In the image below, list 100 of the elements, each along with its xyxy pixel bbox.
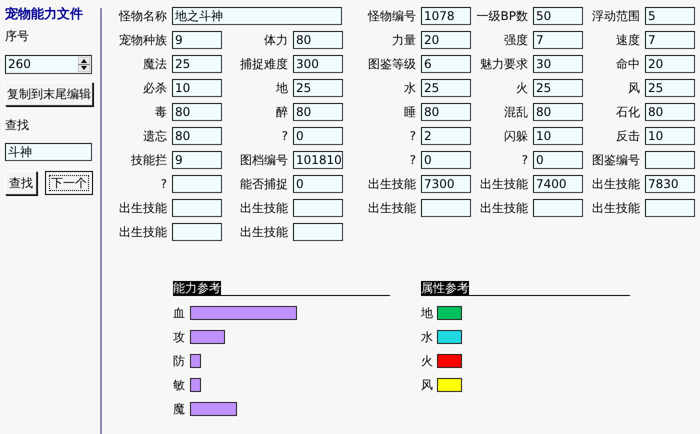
field-label: 出生技能 <box>368 176 416 193</box>
field-label: 反击 <box>616 128 640 145</box>
field-label: 醉 <box>276 104 288 121</box>
input-field: 7 <box>533 31 583 49</box>
input-field: 80 <box>293 31 343 49</box>
input-field: 80 <box>172 127 222 145</box>
field-label: 睡 <box>404 104 416 121</box>
field-label: ? <box>410 128 416 145</box>
input-field: 地之斗神 <box>172 7 342 25</box>
field-label: 出生技能 <box>592 176 640 193</box>
number-spinner: 260 <box>5 55 92 74</box>
input-field: 10 <box>645 127 695 145</box>
bar-label: 血 <box>173 305 185 322</box>
field-label: 出生技能 <box>592 200 640 217</box>
field-label: ? <box>410 152 416 169</box>
input-field: 30 <box>533 55 583 73</box>
input-field: 9 <box>172 151 222 169</box>
legend-label: 地 <box>421 305 433 322</box>
field-label: 出生技能 <box>240 224 288 241</box>
action-button: 查找 <box>5 171 37 195</box>
input-field: 25 <box>172 55 222 73</box>
field-label: 图鉴等级 <box>368 56 416 73</box>
input-field: 25 <box>421 79 471 97</box>
input-field: 7300 <box>421 175 471 193</box>
section-heading: 属性参考 <box>421 281 469 296</box>
action-button: 复制到末尾编辑 <box>5 82 93 106</box>
field-label: 水 <box>404 80 416 97</box>
field-label: 速度 <box>616 32 640 49</box>
field-label: 出生技能 <box>368 200 416 217</box>
input-field: 1078 <box>421 7 471 25</box>
field-label: 遗忘 <box>143 128 167 145</box>
field-label: 出生技能 <box>119 200 167 217</box>
input-field: 80 <box>421 103 471 121</box>
field-label: 出生技能 <box>480 200 528 217</box>
field-label: ? <box>282 128 288 145</box>
field-label: 一级BP数 <box>476 8 528 25</box>
field-label: 体力 <box>264 32 288 49</box>
input-field: 25 <box>533 79 583 97</box>
field-label: 魅力要求 <box>480 56 528 73</box>
input-field: 20 <box>645 55 695 73</box>
field-label: 查找 <box>5 117 29 134</box>
input-field: 10 <box>172 79 222 97</box>
field-label: 强度 <box>504 32 528 49</box>
input-field: 10 <box>533 127 583 145</box>
field-label: 捕捉难度 <box>240 56 288 73</box>
input-field: 101810 <box>293 151 343 169</box>
field-label: 地 <box>276 80 288 97</box>
field-label: 能否捕捉 <box>240 176 288 193</box>
field-label: 混乱 <box>504 104 528 121</box>
input-field: 0 <box>293 127 343 145</box>
field-label: 风 <box>628 80 640 97</box>
input-field: 6 <box>421 55 471 73</box>
input-field: 80 <box>172 103 222 121</box>
field-label: 浮动范围 <box>592 8 640 25</box>
field-label: 出生技能 <box>480 176 528 193</box>
legend-label: 水 <box>421 329 433 346</box>
field-label: ? <box>522 152 528 169</box>
field-label: 出生技能 <box>240 200 288 217</box>
input-field: 25 <box>645 79 695 97</box>
input-field: 80 <box>293 103 343 121</box>
field-label: 出生技能 <box>119 224 167 241</box>
field-label: 图档编号 <box>240 152 288 169</box>
field-label: 技能拦 <box>131 152 167 169</box>
input-field: 2 <box>421 127 471 145</box>
field-label: 火 <box>516 80 528 97</box>
input-field: 25 <box>293 79 343 97</box>
input-field: 9 <box>172 31 222 49</box>
search-field: 斗神 <box>5 143 92 161</box>
legend-label: 火 <box>421 353 433 370</box>
field-label: 力量 <box>392 32 416 49</box>
input-field: 80 <box>533 103 583 121</box>
bar-label: 敏 <box>173 377 185 394</box>
input-field: 80 <box>645 103 695 121</box>
input-field: 0 <box>293 175 343 193</box>
bar-label: 魔 <box>173 401 185 418</box>
bar-label: 攻 <box>173 329 185 346</box>
input-field: 0 <box>421 151 471 169</box>
section-heading: 能力参考 <box>173 281 221 296</box>
field-label: 必杀 <box>143 80 167 97</box>
legend-label: 风 <box>421 377 433 394</box>
input-field: 7 <box>645 31 695 49</box>
input-field: 7400 <box>533 175 583 193</box>
panel-title: 宠物能力文件 <box>5 6 83 24</box>
field-label: 命中 <box>616 56 640 73</box>
input-field: 7830 <box>645 175 695 193</box>
field-label: 图鉴编号 <box>592 152 640 169</box>
field-label: 石化 <box>616 104 640 121</box>
field-label: 怪物编号 <box>368 8 416 25</box>
field-label: 闪躲 <box>504 128 528 145</box>
field-label: 魔法 <box>143 56 167 73</box>
input-field: 5 <box>645 7 695 25</box>
field-label: 怪物名称 <box>119 8 167 25</box>
action-button: 下一个 <box>45 171 93 195</box>
input-field: 50 <box>533 7 583 25</box>
field-label: 毒 <box>155 104 167 121</box>
field-label: 序号 <box>5 28 29 45</box>
field-label: ? <box>160 176 167 193</box>
bar-label: 防 <box>173 353 185 370</box>
input-field: 20 <box>421 31 471 49</box>
input-field: 0 <box>533 151 583 169</box>
